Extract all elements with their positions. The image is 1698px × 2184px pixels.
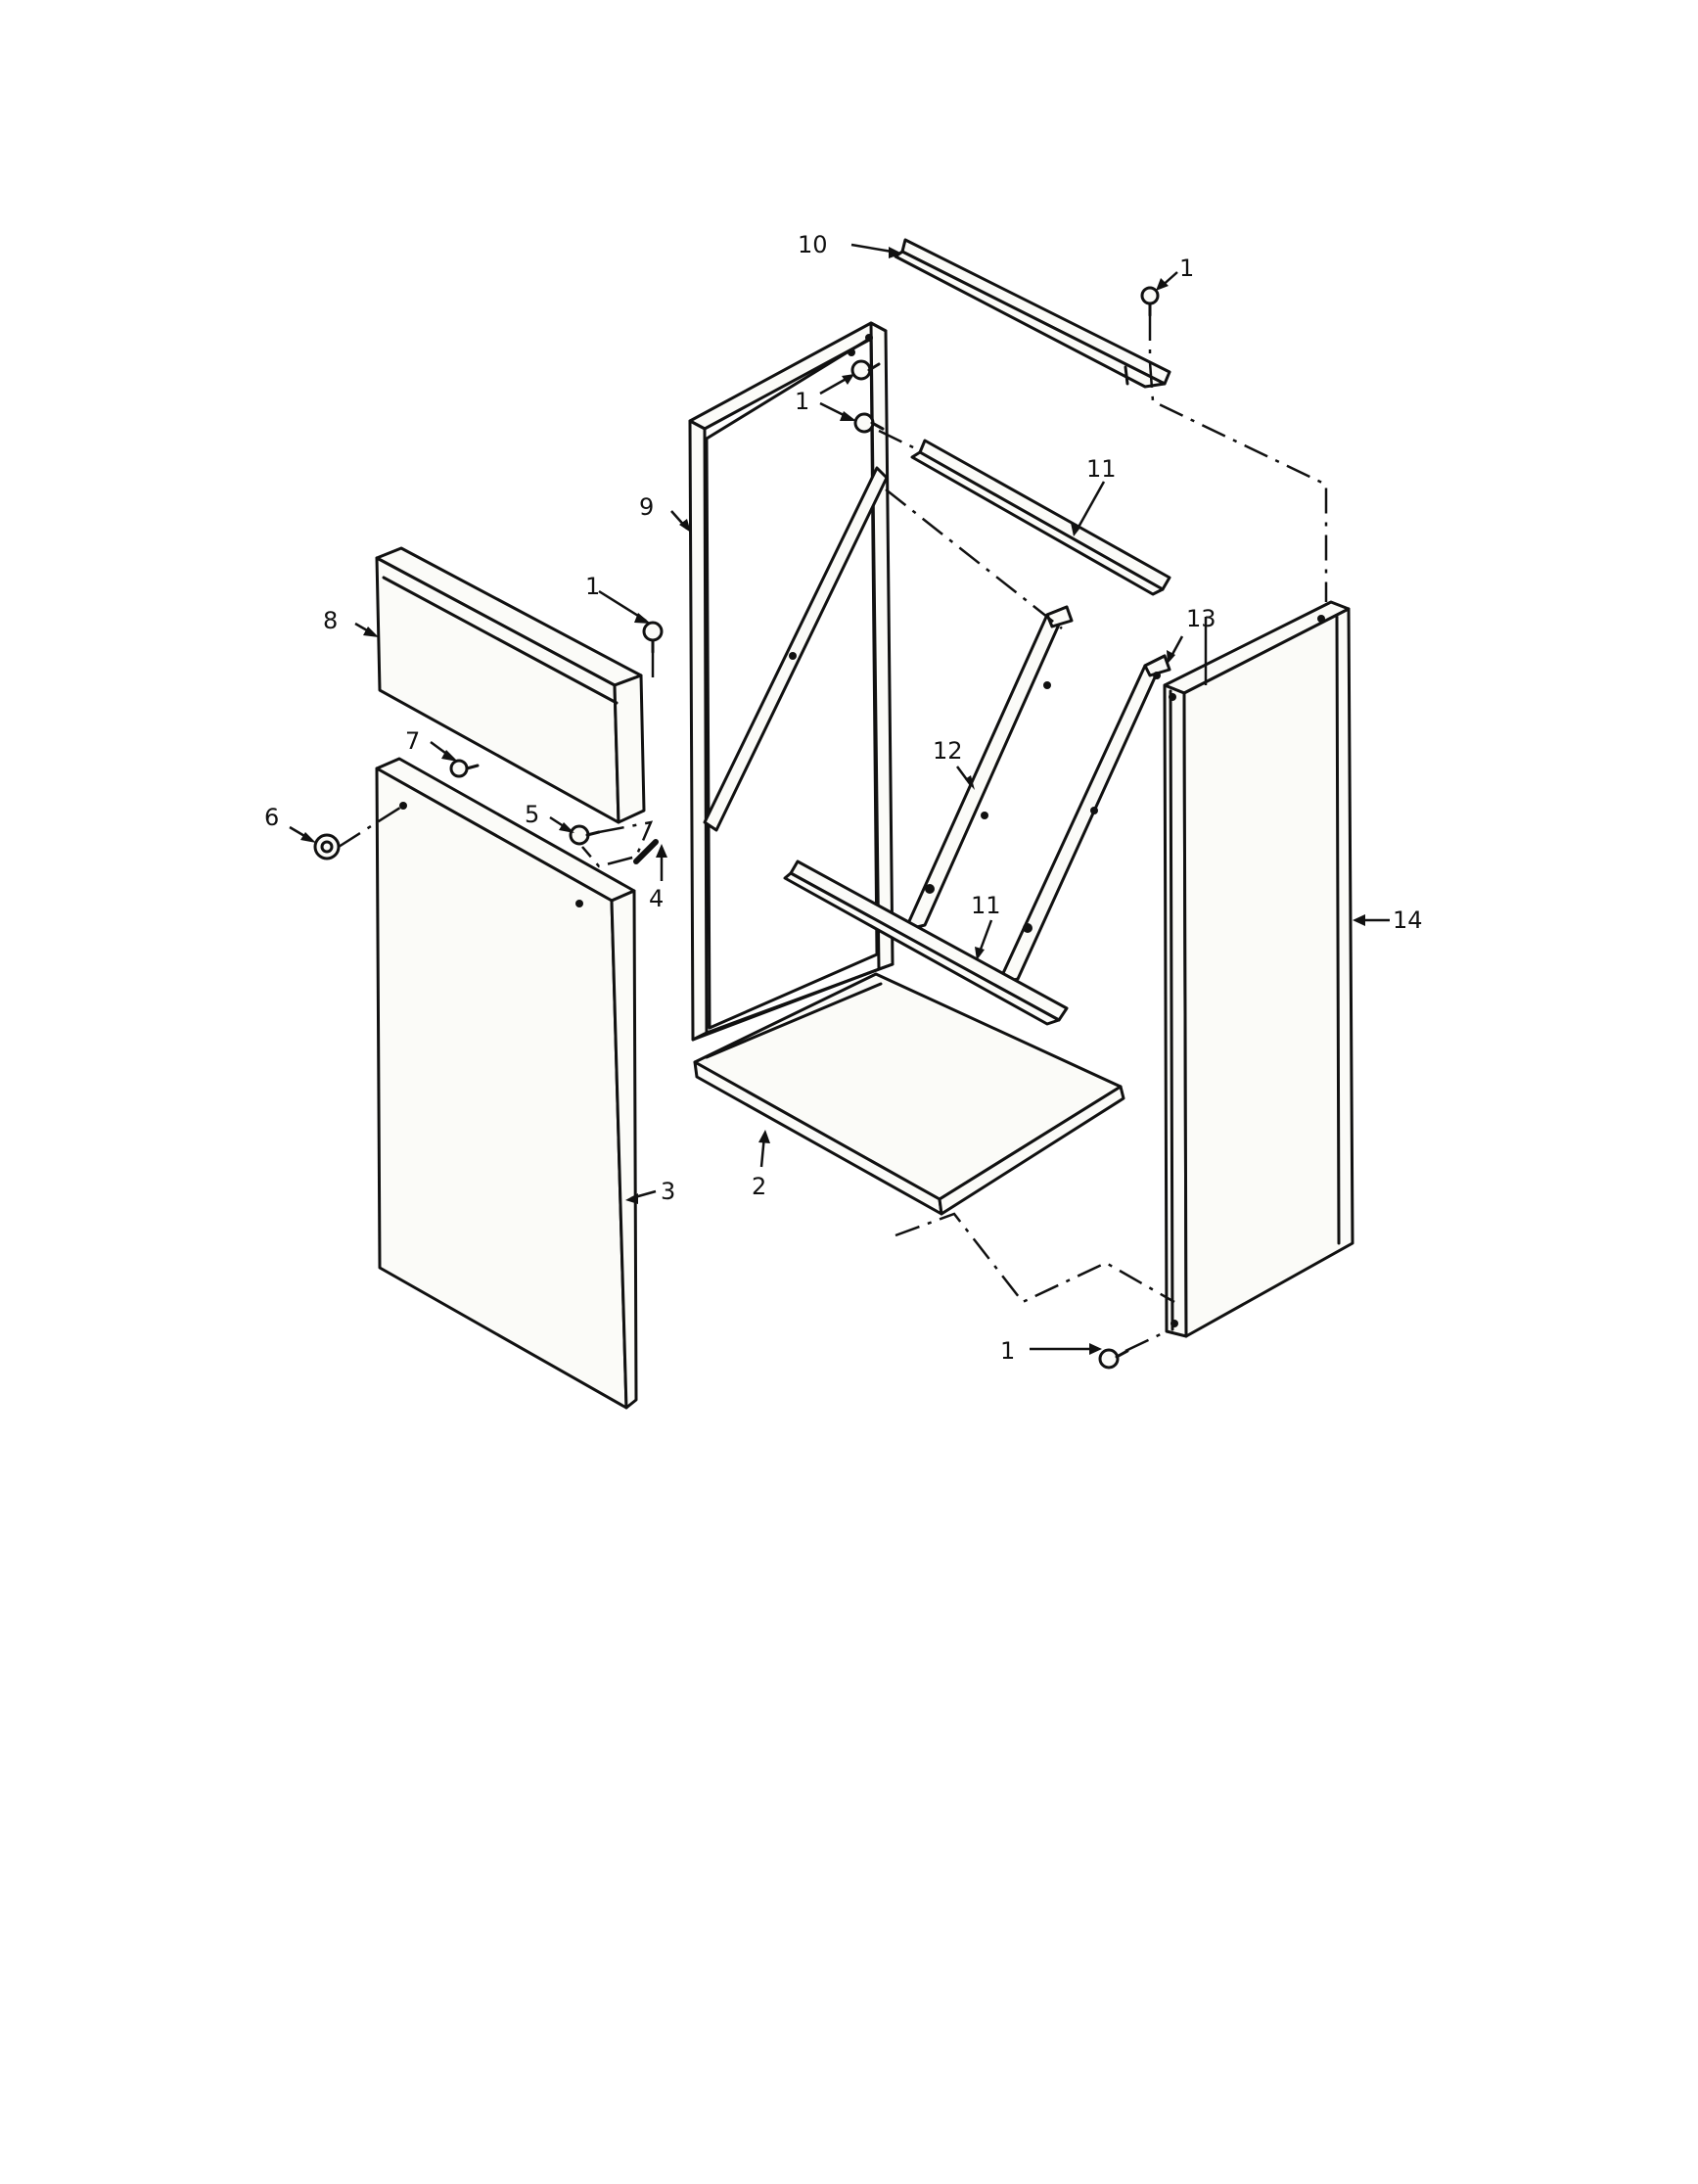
screw-icon [449, 759, 480, 778]
callout-11-top: 11 [1086, 455, 1117, 483]
screw-icon [569, 824, 601, 846]
assembly-lines [338, 315, 1328, 1353]
callout-labels: 10 1 1 11 9 1 8 13 7 12 6 5 4 11 14 3 2 … [264, 231, 1423, 1365]
callout-8: 8 [323, 607, 338, 634]
part-14-side-panel [1163, 600, 1354, 1338]
callout-2: 2 [752, 1173, 766, 1200]
part-2-base-pan [693, 972, 1125, 1216]
callout-1-left: 1 [585, 573, 600, 600]
leader-arrows [289, 243, 1390, 1355]
screw-icon [642, 621, 664, 654]
callout-11-bottom: 11 [971, 892, 1001, 919]
callout-13: 13 [1186, 605, 1216, 632]
screw-icon [1098, 1348, 1129, 1370]
part-11-upper-channel [910, 439, 1171, 596]
callout-1-bottom: 1 [1000, 1337, 1015, 1365]
part-3-front-panel [375, 757, 638, 1410]
callout-12: 12 [933, 737, 963, 765]
callout-3: 3 [661, 1178, 675, 1205]
part-13-brace [996, 654, 1171, 986]
part-8-top-panel [375, 546, 646, 824]
pin-icon [633, 839, 659, 864]
screw-icon [850, 359, 881, 381]
part-10-top-rail [894, 238, 1171, 389]
screw-icon [853, 412, 885, 434]
part-12-brace [903, 605, 1074, 932]
callout-1-top: 1 [1179, 255, 1194, 282]
callout-4: 4 [649, 885, 664, 912]
callout-14: 14 [1393, 906, 1423, 934]
callout-5: 5 [525, 801, 539, 828]
callout-7: 7 [405, 727, 420, 755]
callout-9: 9 [639, 493, 654, 521]
screw-icon [1140, 286, 1160, 317]
nut-icon [313, 833, 341, 860]
callout-1-pair: 1 [795, 388, 809, 415]
callout-6: 6 [264, 804, 279, 831]
part-9-rear-frame [688, 321, 895, 1042]
callout-10: 10 [798, 231, 828, 258]
